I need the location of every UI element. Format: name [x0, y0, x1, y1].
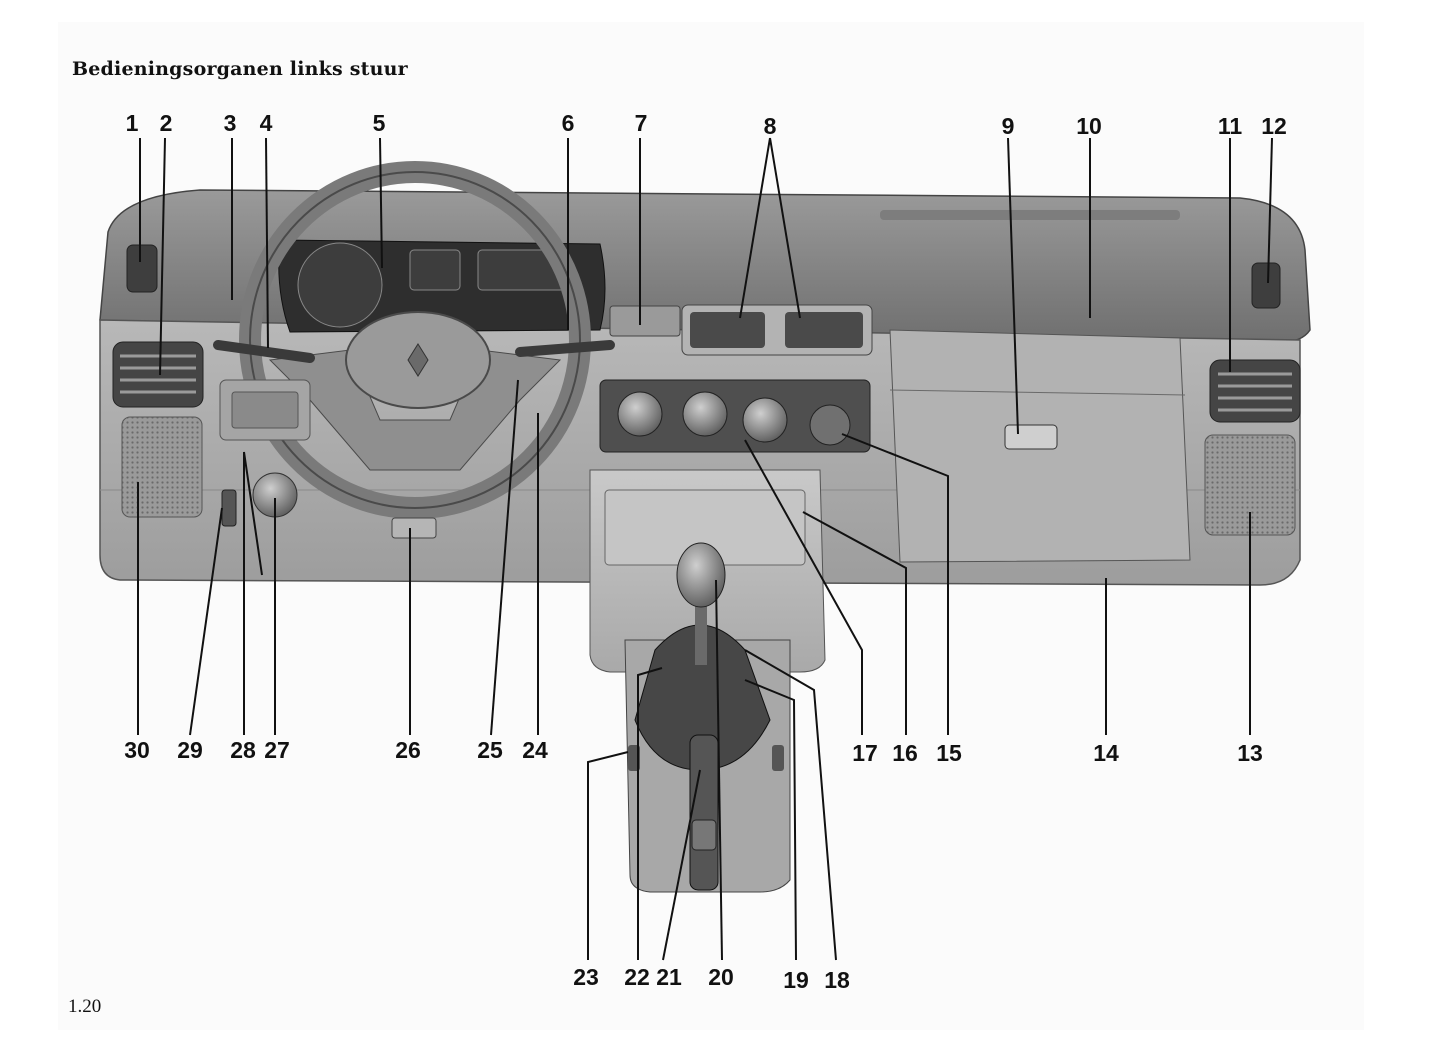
distribution-knob	[742, 397, 788, 443]
callout-12: 12	[1261, 113, 1287, 139]
callout-9: 9	[1001, 113, 1015, 139]
speaker-left	[121, 416, 203, 518]
page-number: 1.20	[68, 996, 102, 1017]
air-vent-right	[1209, 359, 1301, 423]
fuel-gauge	[409, 249, 461, 291]
callout-30: 30	[124, 737, 150, 763]
callout-14: 14	[1093, 740, 1119, 766]
callout-24: 24	[522, 737, 548, 763]
handbrake-button	[691, 819, 717, 851]
dimmer-wheel	[221, 489, 237, 527]
clock	[809, 404, 851, 446]
callout-19: 19	[783, 967, 809, 993]
leader-lines	[137, 137, 1273, 961]
side-vent-right	[1251, 262, 1281, 309]
callout-13: 13	[1237, 740, 1263, 766]
speedometer	[297, 242, 383, 328]
callout-27: 27	[264, 737, 290, 763]
switch-row	[609, 305, 681, 337]
callout-17: 17	[852, 740, 878, 766]
callout-21: 21	[656, 964, 682, 990]
callout-2: 2	[159, 110, 173, 136]
callout-29: 29	[177, 737, 203, 763]
callout-16: 16	[892, 740, 918, 766]
callout-15: 15	[936, 740, 962, 766]
callout-20: 20	[708, 964, 734, 990]
bonnet-release	[391, 517, 437, 539]
wiper-stalk	[515, 340, 615, 357]
rear-switch	[772, 745, 784, 771]
callout-7: 7	[634, 110, 648, 136]
callout-25: 25	[477, 737, 503, 763]
handbrake-lever	[689, 734, 719, 891]
callout-11: 11	[1217, 113, 1243, 139]
renault-logo	[407, 343, 429, 377]
gear-stick	[695, 595, 707, 665]
callout-28: 28	[230, 737, 256, 763]
windscreen-vent-strip	[880, 210, 1180, 220]
heater-panel	[599, 379, 871, 453]
callout-26: 26	[395, 737, 421, 763]
callout-8: 8	[763, 113, 777, 139]
glovebox-handle	[1004, 424, 1058, 450]
air-vent-left	[112, 341, 204, 408]
indicator-stalk	[213, 340, 315, 363]
callout-22: 22	[624, 964, 650, 990]
callout-5: 5	[372, 110, 386, 136]
gear-knob	[676, 542, 726, 608]
temperature-knob	[617, 391, 663, 437]
callout-23: 23	[573, 964, 599, 990]
callout-10: 10	[1076, 113, 1102, 139]
page-title: Bedieningsorganen links stuur	[72, 58, 408, 80]
fan-knob	[682, 391, 728, 437]
callout-3: 3	[223, 110, 237, 136]
callout-1: 1	[125, 110, 139, 136]
callout-18: 18	[824, 967, 850, 993]
side-vent-left	[126, 244, 158, 293]
callout-6: 6	[561, 110, 575, 136]
callout-4: 4	[259, 110, 273, 136]
